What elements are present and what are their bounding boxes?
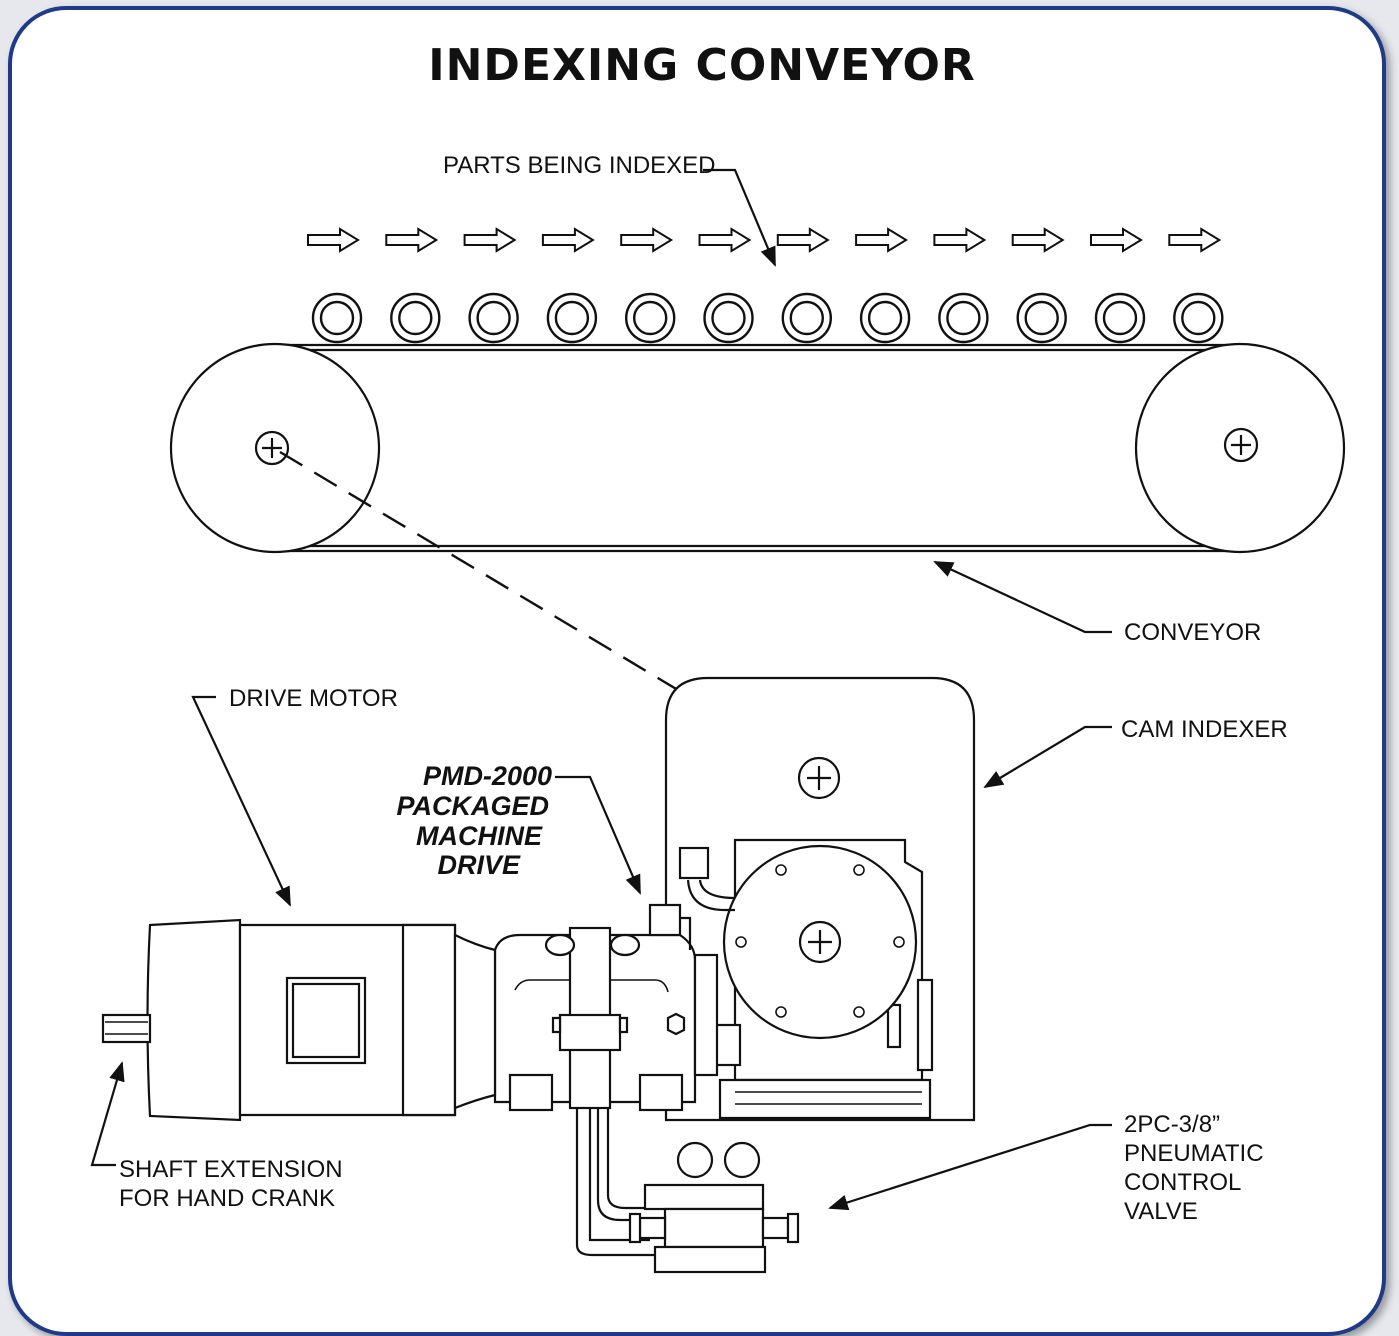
right-arrow-icon [933,227,987,253]
cam-indexer-shaft-icon [797,756,841,800]
right-arrow-icon [1011,227,1065,253]
label-cam-indexer: CAM INDEXER [1121,716,1288,743]
right-arrow-icon [541,227,595,253]
label-pmd-line-4: DRIVE [437,850,521,880]
callout-valve [828,1123,1112,1211]
motor-nameplate [285,976,367,1065]
motion-arrows [307,227,1222,253]
label-pmd-line-1: PMD-2000 [423,761,552,791]
callout-drive-motor [191,695,291,907]
gear-reducer [678,838,934,1120]
right-arrow-icon [776,227,830,253]
reducer-shaft-icon [798,920,842,964]
label-valve-line-2: PNEUMATIC [1124,1140,1264,1167]
conveyor [169,342,1346,554]
part-ring [625,292,676,344]
label-parts-being-indexed: PARTS BEING INDEXED [443,152,716,179]
right-pulley-axle-icon [1223,427,1259,463]
diagram-title: INDEXING CONVEYOR [428,40,976,91]
right-arrow-icon [307,227,360,253]
part-ring [938,292,989,344]
callout-conveyor [933,561,1112,634]
label-valve-line-1: 2PC-3/8” [1124,1111,1220,1138]
callout-parts [703,168,777,267]
packaged-machine-drive [493,903,719,1112]
label-pmd-line-3: MACHINE [416,821,543,851]
part-ring [1016,292,1067,344]
part-ring [390,292,441,344]
drive-motor [101,918,497,1122]
pneumatic-control-valve [575,1108,800,1274]
part-ring [1094,292,1146,344]
drive-link-dashed [279,450,816,774]
gauge-right-icon [723,1141,761,1179]
label-conveyor: CONVEYOR [1124,619,1261,646]
label-drive-motor: DRIVE MOTOR [229,685,398,712]
left-pulley-axle-icon [254,430,290,466]
label-shaft-line-1: SHAFT EXTENSION [119,1156,343,1183]
part-ring [859,292,911,344]
right-arrow-icon [620,227,674,253]
part-ring [1173,292,1224,344]
callout-lines [90,168,1112,1211]
motor-shaft-extension [101,1013,152,1044]
part-ring [311,292,363,344]
part-ring [703,292,754,344]
callout-shaft [90,1061,125,1167]
label-valve-line-3: CONTROL [1124,1169,1241,1196]
right-arrow-icon [463,227,517,253]
label-valve-line-4: VALVE [1124,1198,1198,1225]
right-arrow-icon [1168,227,1222,253]
indexed-parts [311,292,1224,344]
part-ring [468,292,519,344]
right-arrow-icon [855,227,909,253]
label-pmd-line-2: PACKAGED [396,791,549,821]
gauge-left-icon [676,1141,714,1179]
right-arrow-icon [385,227,439,253]
label-shaft-line-2: FOR HAND CRANK [119,1185,335,1212]
part-ring [546,292,598,344]
right-arrow-icon [698,227,752,253]
callout-pmd [555,775,642,895]
part-ring [781,292,832,344]
drive-nut-icon [666,1012,686,1036]
right-arrow-icon [1090,227,1143,253]
callout-cam-indexer [983,725,1112,789]
